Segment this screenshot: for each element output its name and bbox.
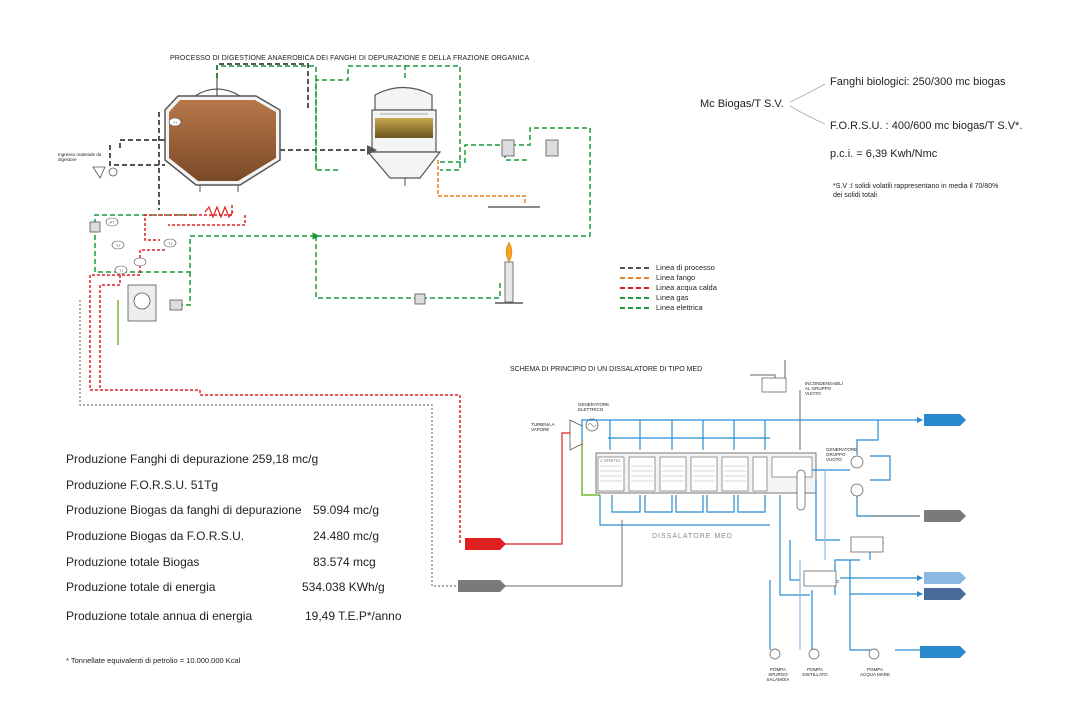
ti-tag-1: TI [173,120,177,125]
generatore-gruppo-label: GENERATORE GRUPPO VUOTO [826,447,858,462]
prod-value-4: 83.574 mcg [313,555,376,569]
prod-row-0: Produzione Fanghi di depurazione 259,18 … [66,452,319,466]
incondensabili-label: INCONDENSABILI AL GRUPPO VUOTO [805,381,844,396]
ingresso-label: Ingresso materiale da digestore [58,152,102,162]
ti-tag-4: TI [119,268,123,273]
turbina-label: TURBINA A VAPORE [531,422,555,432]
pci-value: p.c.i. = 6,39 Kwh/Nmc [830,148,938,160]
prod-value-2: 59.094 mc/g [313,503,380,517]
forsu-biogas: F.O.R.S.U. : 400/600 mc biogas/T S.V*. [830,120,1023,132]
fanghi-biogas: Fanghi biologici: 250/300 mc biogas [830,76,1006,88]
turbine-icon [569,418,599,451]
ti-tag-3: TI [168,241,172,246]
ti-tag-2: TI [116,243,120,248]
dissalatore-label: DISSALATORE MED [652,533,733,540]
digester-tank [164,78,281,192]
effect-label-1: 1° EFFETTO [600,459,620,463]
pt-tag-1: PT [109,220,115,225]
boiler-icon [127,284,157,322]
legend-gas: Linea gas [656,293,689,302]
legend-acqua: Linea acqua calda [656,283,717,292]
hopper-icon [92,166,118,179]
flare-icon [495,241,523,304]
sv-note: *S.V :I solidi volatili rappresentano in… [833,183,999,199]
desalinator-title: SCHEMA DI PRINCIPIO DI UN DISSALATORE DI… [510,366,703,373]
legend-process: Linea di processo [656,263,715,272]
prod-value-3: 24.480 mc/g [313,529,380,543]
pompa1-label: POMPA SPURGO SALAMOIA [766,667,790,682]
prod-row-2: Produzione Biogas da fanghi di depurazio… [66,503,302,517]
digestion-title: PROCESSO DI DIGESTIONE ANAEROBICA DEI FA… [170,55,530,62]
prod-row-3: Produzione Biogas da F.O.R.S.U. [66,529,245,543]
prod-row-1: Produzione F.O.R.S.U. 51Tg [66,478,219,492]
gasometer-tank [366,86,442,186]
legend-elettrica: Linea elettrica [656,303,703,312]
legend-fango: Linea fango [656,273,696,282]
pompa2-label: POMPA DISTILLATO [802,667,828,677]
footnote: * Tonnellate equivalenti di petrolio = 1… [66,656,241,665]
pump-icons [769,648,880,660]
prod-value-6: 19,49 T.E.P*/anno [305,609,402,623]
generatore-label: GENERATORE ELETTRICO [578,402,610,412]
prod-row-5: Produzione totale di energia [66,580,216,594]
biogas-label: Mc Biogas/T S.V. [700,98,784,110]
prod-value-5: 534.038 KWh/g [302,580,385,594]
pompa3-label: POMPA ACQUA MARE [860,667,891,677]
prod-row-4: Produzione totale Biogas [66,555,200,569]
prod-row-6: Produzione totale annua di energia [66,609,253,623]
